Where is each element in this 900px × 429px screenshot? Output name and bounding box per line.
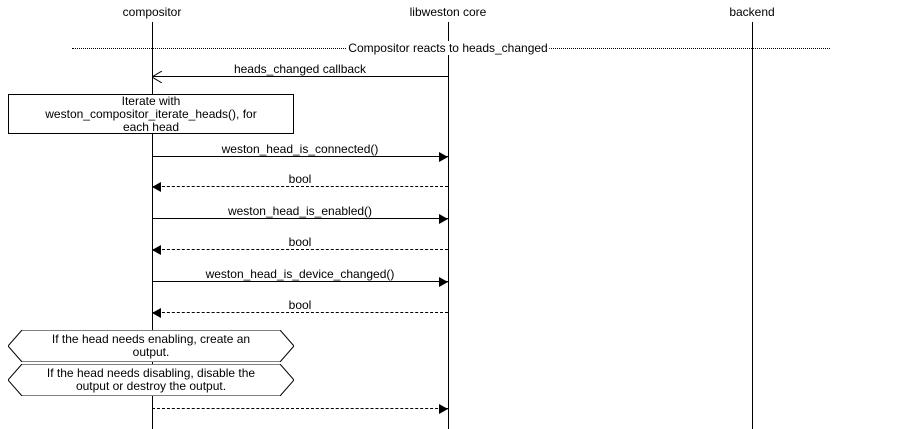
msg-return-bool-3-arrowhead bbox=[152, 308, 161, 318]
divider-heads-changed-label: Compositor reacts to heads_changed bbox=[346, 41, 550, 55]
msg-return-bool-1-label: bool bbox=[288, 172, 312, 186]
note-iterate-heads: Iterate with weston_compositor_iterate_h… bbox=[8, 94, 294, 134]
msg-head-is-connected-arrowhead bbox=[439, 152, 448, 162]
msg-head-is-connected-line bbox=[152, 156, 448, 157]
note-disable-head-text: If the head needs disabling, disable the… bbox=[46, 366, 256, 393]
participant-label-libweston-core: libweston core bbox=[409, 5, 487, 19]
msg-return-bool-1-line bbox=[152, 186, 448, 187]
msg-return-bool-1-arrowhead bbox=[152, 182, 161, 192]
participant-label-backend: backend bbox=[729, 5, 775, 19]
msg-head-is-enabled-label: weston_head_is_enabled() bbox=[227, 204, 373, 218]
note-enable-head-text: If the head needs enabling, create an ou… bbox=[51, 332, 251, 359]
msg-heads-changed-callback-label: heads_changed callback bbox=[233, 62, 367, 76]
msg-return-bool-3-label: bool bbox=[288, 298, 312, 312]
msg-final-return-line bbox=[152, 408, 448, 409]
note-enable-head: If the head needs enabling, create an ou… bbox=[8, 330, 294, 362]
msg-heads-changed-callback-line bbox=[152, 76, 448, 77]
note-disable-head: If the head needs disabling, disable the… bbox=[8, 364, 294, 396]
msg-head-is-device-changed-arrowhead bbox=[439, 277, 448, 287]
lifeline-compositor bbox=[152, 22, 153, 429]
msg-return-bool-2-line bbox=[152, 249, 448, 250]
msg-final-return-arrowhead bbox=[439, 404, 448, 414]
msg-head-is-connected-label: weston_head_is_connected() bbox=[221, 142, 379, 156]
msg-heads-changed-callback-arrowhead bbox=[151, 70, 164, 84]
msg-head-is-device-changed-line bbox=[152, 281, 448, 282]
msg-return-bool-2-arrowhead bbox=[152, 245, 161, 255]
msg-head-is-enabled-line bbox=[152, 218, 448, 219]
participant-label-compositor: compositor bbox=[122, 5, 182, 19]
msg-head-is-device-changed-label: weston_head_is_device_changed() bbox=[205, 267, 395, 281]
msg-return-bool-2-label: bool bbox=[288, 235, 312, 249]
lifeline-backend bbox=[752, 22, 753, 429]
msg-head-is-enabled-arrowhead bbox=[439, 214, 448, 224]
lifeline-libweston-core bbox=[448, 22, 449, 429]
msg-return-bool-3-line bbox=[152, 312, 448, 313]
